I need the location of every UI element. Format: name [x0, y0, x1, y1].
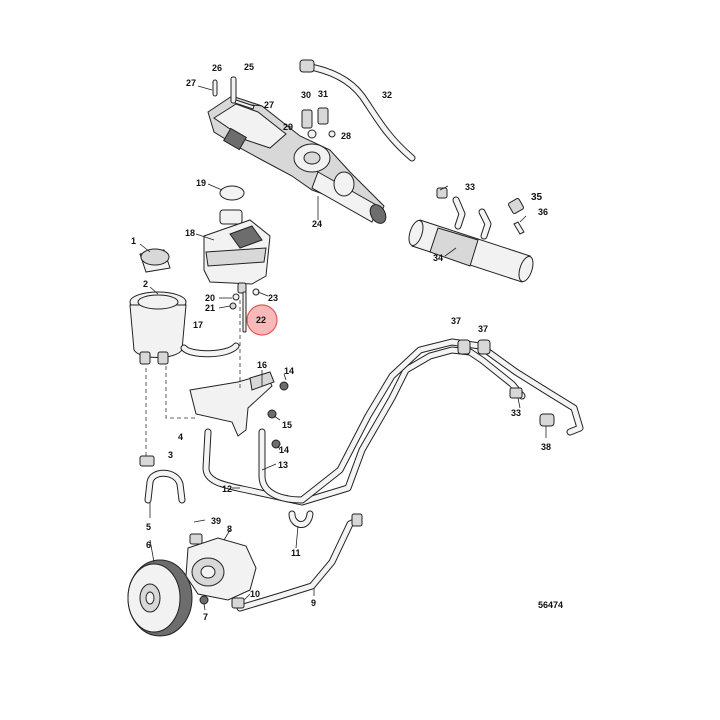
callout-15: 15: [282, 420, 292, 430]
leader-lines: [139, 183, 547, 611]
callout-7: 7: [203, 612, 208, 622]
callout-10: 10: [250, 589, 260, 599]
callout-1: 1: [131, 236, 136, 246]
callout-17: 17: [193, 320, 203, 330]
callout-31: 31: [318, 89, 328, 99]
callout-2: 2: [143, 279, 148, 289]
strap-17: [180, 342, 240, 358]
valve-fittings: [301, 107, 336, 139]
callout-34: 34: [433, 253, 443, 263]
callout-16: 16: [257, 360, 267, 370]
callout-28: 28: [341, 131, 351, 141]
callout-32: 32: [382, 90, 392, 100]
pump-8: [185, 533, 257, 605]
callout-37a: 37: [451, 316, 461, 326]
callout-33b: 33: [511, 408, 521, 418]
figure-id: 56474: [538, 600, 563, 610]
return-lines-12-13: [202, 338, 584, 506]
callout-14a: 14: [284, 366, 294, 376]
callout-23: 23: [268, 293, 278, 303]
callout-35: 35: [531, 192, 543, 203]
hose-32: [299, 59, 416, 162]
pulley-6: [127, 559, 193, 637]
assembly-guide-lines: [145, 300, 241, 458]
callout-24: 24: [312, 219, 322, 229]
callout-8: 8: [227, 524, 232, 534]
callout-12: 12: [222, 484, 232, 494]
callout-20: 20: [205, 293, 215, 303]
callout-labels: 1 2 3 4 5 6 7 8 9 10 11 12 13 14 14 15 1…: [131, 62, 563, 622]
callout-14b: 14: [279, 445, 289, 455]
callout-38: 38: [541, 442, 551, 452]
callout-19: 19: [196, 178, 206, 188]
callout-9: 9: [311, 598, 316, 608]
callout-11: 11: [291, 548, 301, 558]
reservoir-18: [203, 185, 271, 294]
steering-cylinder-assembly: [207, 95, 387, 224]
callout-18: 18: [185, 228, 195, 238]
callout-27b: 27: [264, 100, 274, 110]
pins-and-bolts: [197, 76, 263, 110]
callout-6: 6: [146, 540, 151, 550]
callout-3: 3: [168, 450, 173, 460]
callout-37b: 37: [478, 324, 488, 334]
clamp-11: [288, 510, 314, 528]
callout-36: 36: [538, 207, 548, 217]
small-fasteners: [229, 288, 260, 333]
highlight-callout-22: [246, 304, 278, 336]
reservoir-2: [129, 248, 187, 365]
callout-22: 22: [256, 315, 266, 325]
callout-29: 29: [283, 122, 293, 132]
callout-27a: 27: [186, 78, 196, 88]
callout-21: 21: [205, 303, 215, 313]
cooler-tube-assembly: [408, 187, 534, 283]
callout-13: 13: [278, 460, 288, 470]
callout-26: 26: [212, 63, 222, 73]
callout-39: 39: [211, 516, 221, 526]
callout-5: 5: [146, 522, 151, 532]
hose-5: [139, 455, 186, 504]
callout-4: 4: [178, 432, 183, 442]
callout-33a: 33: [465, 182, 475, 192]
callout-25: 25: [244, 62, 254, 72]
callout-30: 30: [301, 90, 311, 100]
hose-9: [231, 513, 363, 612]
